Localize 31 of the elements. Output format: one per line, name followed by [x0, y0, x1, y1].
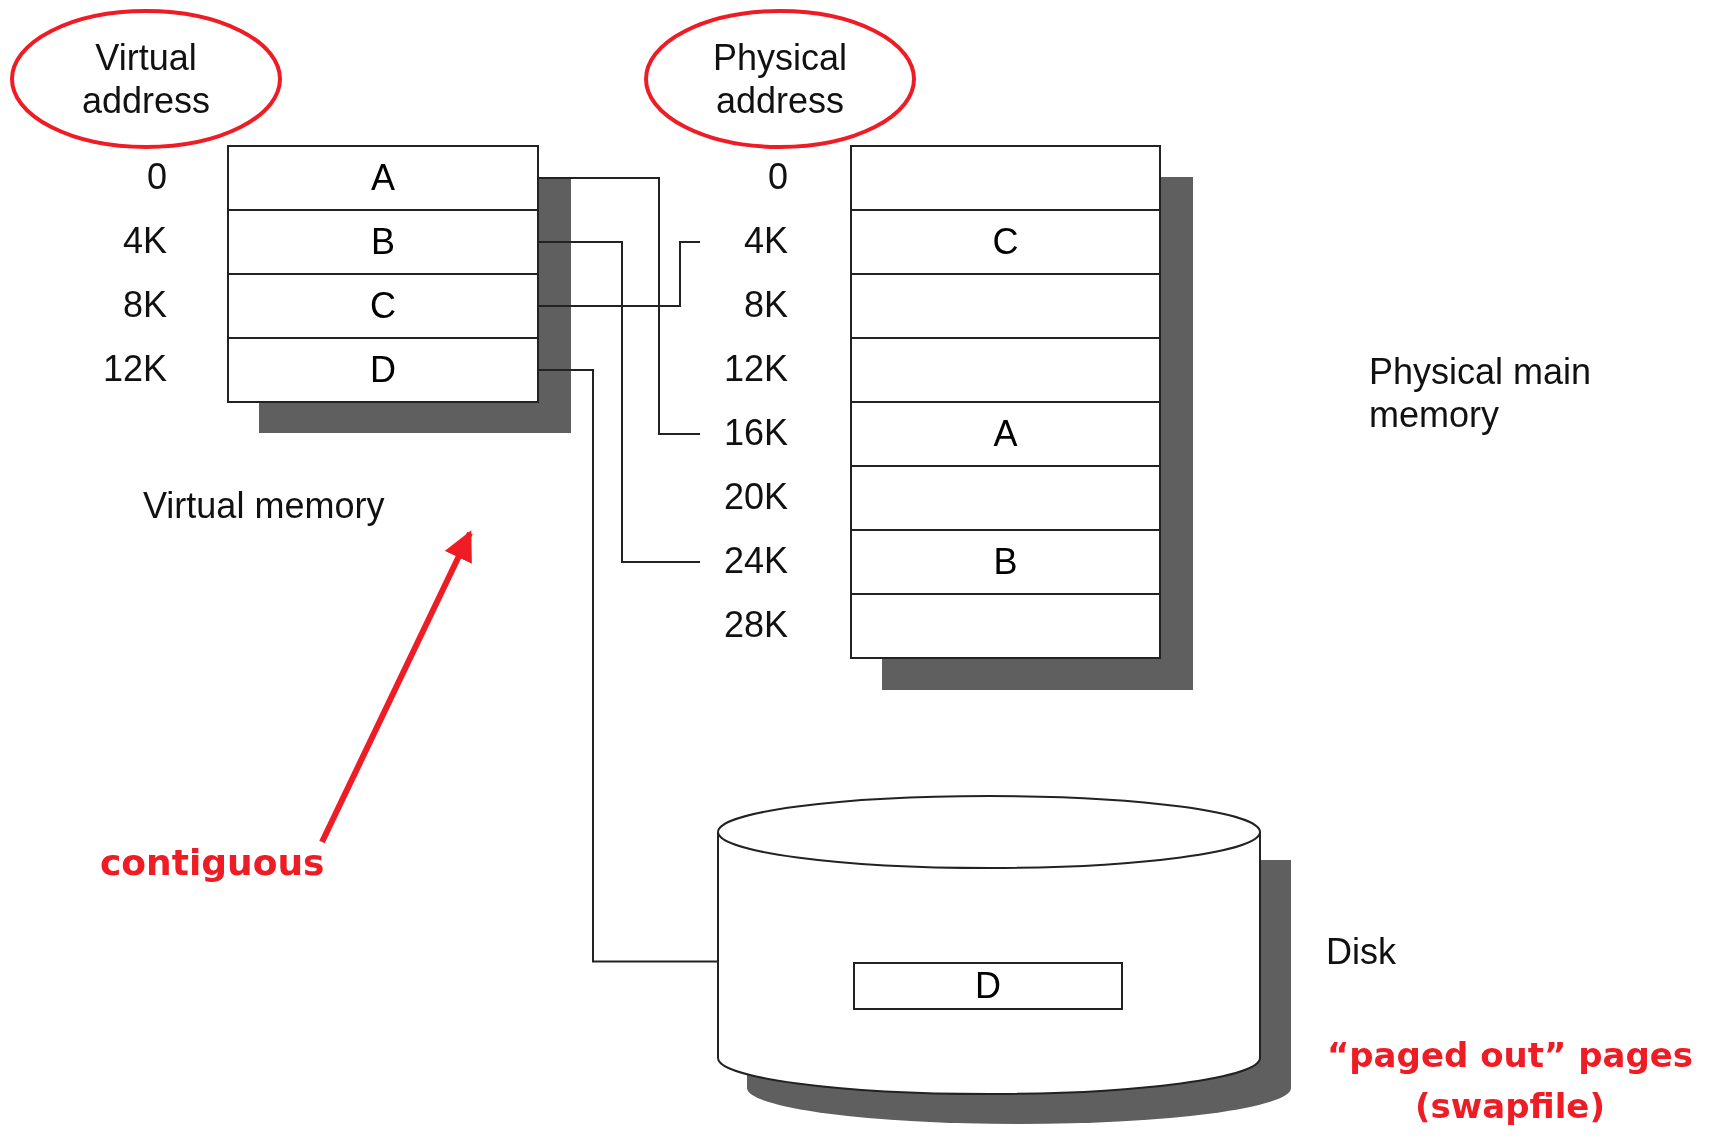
address-label: 28K — [722, 603, 788, 647]
address-label: 12K — [722, 347, 788, 391]
annotation-text: contiguous — [100, 842, 325, 883]
address-label: 20K — [722, 475, 788, 519]
page-box: A — [227, 145, 539, 211]
connector-line — [538, 369, 718, 963]
connector-line — [538, 241, 701, 307]
address-label: 4K — [121, 219, 167, 263]
address-label: 12K — [101, 347, 167, 391]
frame-box: B — [850, 529, 1161, 595]
address-label: 8K — [121, 283, 167, 327]
page-box: C — [227, 273, 539, 339]
address-label: 16K — [722, 411, 788, 455]
address-label: 24K — [722, 539, 788, 583]
arrow — [319, 530, 473, 844]
address-label: 8K — [742, 283, 788, 327]
frame-box: C — [850, 209, 1161, 275]
memory-caption: Physical main memory — [1369, 350, 1593, 437]
frame-box: A — [850, 401, 1161, 467]
disk-caption: Disk — [1326, 930, 1396, 974]
address-label: 0 — [145, 155, 167, 199]
annotation-text: “paged out” pages (swapfile) — [1325, 1034, 1695, 1128]
page-box: B — [227, 209, 539, 275]
address-label: 4K — [742, 219, 788, 263]
memory-caption: Virtual memory — [143, 484, 386, 528]
address-label: 0 — [766, 155, 788, 199]
page-box: D — [853, 962, 1123, 1010]
connector-line — [538, 241, 701, 563]
callout-text: Virtual address — [80, 35, 212, 123]
callout-text: Physical address — [711, 35, 849, 123]
page-box: D — [227, 337, 539, 403]
